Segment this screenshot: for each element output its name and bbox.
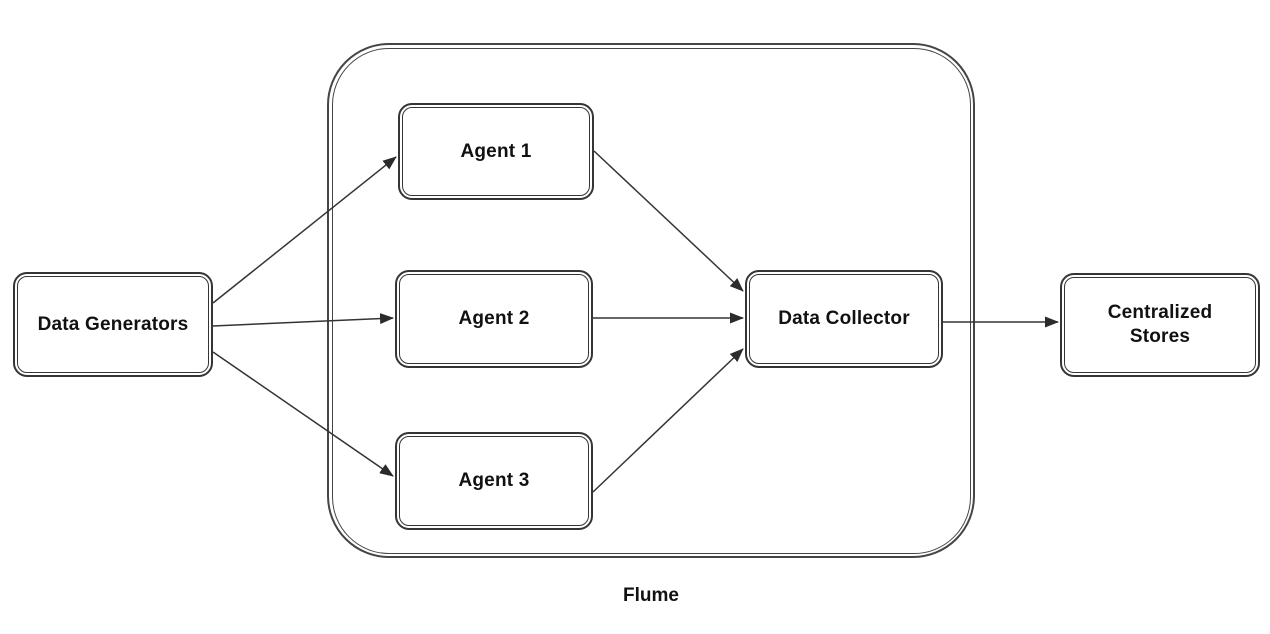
flume-group-label: Flume xyxy=(623,585,679,606)
node-data-generators: Data Generators xyxy=(13,272,213,377)
node-data-collector-label: Data Collector xyxy=(778,308,910,330)
node-centralized-stores: Centralized Stores xyxy=(1060,273,1260,377)
node-agent-3-label: Agent 3 xyxy=(458,470,530,492)
node-agent-2-label: Agent 2 xyxy=(458,308,530,330)
node-data-collector: Data Collector xyxy=(745,270,943,368)
node-centralized-stores-label: Centralized Stores xyxy=(1107,302,1213,347)
node-agent-2: Agent 2 xyxy=(395,270,593,368)
node-agent-1-label: Agent 1 xyxy=(460,140,532,162)
node-agent-3: Agent 3 xyxy=(395,432,593,530)
node-agent-1: Agent 1 xyxy=(398,103,594,200)
node-data-generators-label: Data Generators xyxy=(37,313,189,335)
